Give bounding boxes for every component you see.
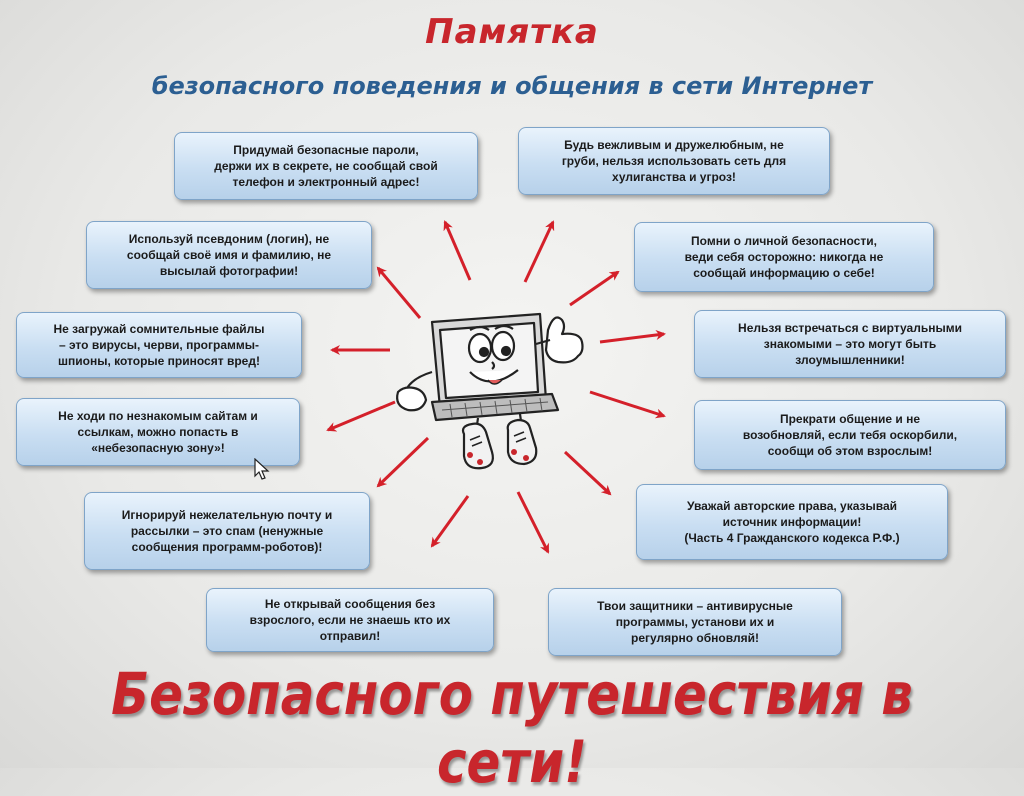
laptop-mascot-icon bbox=[396, 312, 584, 470]
poster-subtitle: безопасного поведения и общения в сети И… bbox=[151, 72, 873, 100]
tip-messages: Не открывай сообщения без взрослого, есл… bbox=[206, 588, 494, 652]
tip-personal-safety: Помни о личной безопасности, веди себя о… bbox=[634, 222, 934, 292]
arrow-icon bbox=[430, 495, 470, 548]
tip-antivirus: Твои защитники – антивирусные программы,… bbox=[548, 588, 842, 656]
tip-copyright: Уважай авторские права, указывай источни… bbox=[636, 484, 948, 560]
arrow-icon bbox=[589, 390, 666, 419]
arrow-icon bbox=[563, 450, 612, 496]
arrow-icon bbox=[569, 270, 620, 307]
tip-unknown-sites: Не ходи по незнакомым сайтам и ссылкам, … bbox=[16, 398, 300, 466]
mouse-cursor-icon bbox=[254, 458, 270, 480]
tip-insults: Прекрати общение и не возобновляй, если … bbox=[694, 400, 1006, 470]
tip-polite: Будь вежливым и дружелюбным, не груби, н… bbox=[518, 127, 830, 195]
tip-meetings: Нельзя встречаться с виртуальными знаком… bbox=[694, 310, 1006, 378]
arrow-icon bbox=[516, 491, 550, 554]
arrow-icon bbox=[599, 330, 666, 344]
poster-slogan: Безопасного путешествия в сети! bbox=[111, 660, 913, 796]
arrows-layer bbox=[326, 220, 666, 554]
poster-title: Памятка bbox=[425, 12, 599, 52]
arrow-icon bbox=[376, 436, 430, 488]
tip-passwords: Придумай безопасные пароли, держи их в с… bbox=[174, 132, 478, 200]
arrow-icon bbox=[523, 220, 555, 283]
arrow-icon bbox=[376, 266, 422, 319]
tip-nickname: Используй псевдоним (логин), не сообщай … bbox=[86, 221, 372, 289]
arrow-icon bbox=[326, 400, 396, 432]
tip-files: Не загружай сомнительные файлы – это вир… bbox=[16, 312, 302, 378]
tip-spam: Игнорируй нежелательную почту и рассылки… bbox=[84, 492, 370, 570]
arrow-icon bbox=[443, 220, 472, 281]
